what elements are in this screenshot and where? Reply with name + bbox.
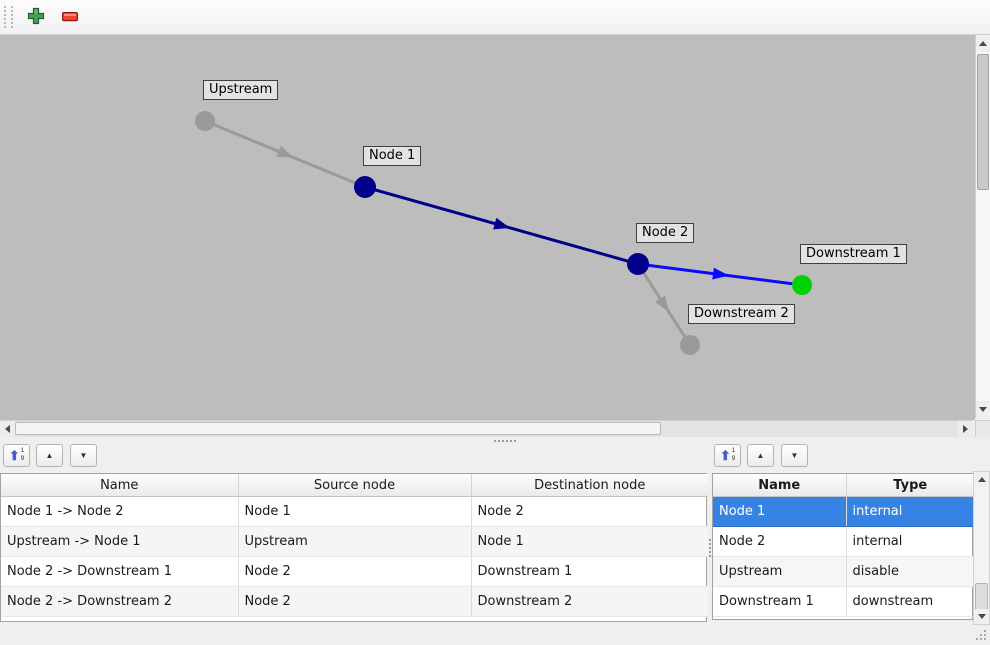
table-cell[interactable]: Node 1 -> Node 2 xyxy=(1,496,239,527)
table-cell[interactable]: Node 1 xyxy=(471,526,708,557)
horizontal-pane-splitter[interactable] xyxy=(0,437,990,444)
column-header-name[interactable]: Name xyxy=(1,474,239,497)
resize-grip-dots-icon xyxy=(984,630,986,632)
graph-svg[interactable] xyxy=(0,35,975,420)
up-arrow-icon: ▲ xyxy=(756,450,765,460)
node-label[interactable]: Upstream xyxy=(203,80,279,100)
nodes-move-down-button[interactable]: ▼ xyxy=(781,444,808,467)
scroll-up-button[interactable] xyxy=(976,35,990,52)
table-cell[interactable]: Node 2 xyxy=(471,496,708,527)
scrollbar-corner xyxy=(975,420,990,437)
column-header-type[interactable]: Type xyxy=(846,474,974,497)
edge-arrowhead-icon xyxy=(712,267,729,280)
table-cell[interactable]: Node 1 xyxy=(713,496,847,527)
triangle-right-icon xyxy=(963,425,968,433)
triangle-down-icon xyxy=(977,614,986,619)
node-label[interactable]: Node 2 xyxy=(636,223,695,243)
links-move-down-button[interactable]: ▼ xyxy=(70,444,97,467)
graph-node[interactable] xyxy=(680,335,700,355)
table-cell[interactable]: Node 2 -> Downstream 1 xyxy=(1,556,239,587)
scroll-up-button[interactable] xyxy=(974,472,989,487)
triangle-left-icon xyxy=(5,425,10,433)
down-arrow-icon: ▼ xyxy=(790,450,799,460)
node-label[interactable]: Node 1 xyxy=(363,146,422,166)
table-cell[interactable]: Node 2 xyxy=(238,556,472,587)
table-cell[interactable]: Upstream xyxy=(238,526,472,557)
vertical-pane-splitter[interactable] xyxy=(707,473,712,622)
column-header-name[interactable]: Name xyxy=(713,474,847,497)
minus-icon xyxy=(62,10,79,25)
table-cell[interactable]: Node 1 xyxy=(238,496,472,527)
triangle-up-icon xyxy=(977,477,986,482)
edge-arrowhead-icon xyxy=(276,145,294,158)
splitter-dots-icon xyxy=(494,439,496,442)
scroll-left-button[interactable] xyxy=(0,421,15,437)
down-arrow-icon: ▼ xyxy=(79,450,88,460)
scroll-right-button[interactable] xyxy=(958,421,973,437)
vertical-scroll-thumb[interactable] xyxy=(977,54,989,190)
canvas-horizontal-scrollbar[interactable] xyxy=(0,420,973,437)
table-cell[interactable]: Upstream -> Node 1 xyxy=(1,526,239,557)
nodes-move-up-button[interactable]: ▲ xyxy=(747,444,774,467)
table-cell[interactable]: Downstream 1 xyxy=(713,586,847,617)
table-cell[interactable]: disable xyxy=(846,556,974,587)
table-cell[interactable]: Downstream 1 xyxy=(471,556,708,587)
table-cell[interactable]: internal xyxy=(846,526,974,557)
horizontal-scroll-thumb[interactable] xyxy=(15,422,661,435)
remove-button[interactable] xyxy=(57,4,83,30)
links-table-panel: Name Source node Destination node Node 1… xyxy=(0,473,708,622)
table-cell[interactable]: Node 2 -> Downstream 2 xyxy=(1,586,239,617)
vertical-scroll-thumb[interactable] xyxy=(975,583,988,610)
edge-arrowhead-icon xyxy=(493,217,511,230)
column-header-destination-node[interactable]: Destination node xyxy=(471,474,708,497)
graph-node[interactable] xyxy=(195,111,215,131)
graph-node[interactable] xyxy=(627,253,649,275)
links-move-up-button[interactable]: ▲ xyxy=(36,444,63,467)
node-label[interactable]: Downstream 1 xyxy=(800,244,907,264)
column-header-source-node[interactable]: Source node xyxy=(238,474,472,497)
table-cell[interactable]: Upstream xyxy=(713,556,847,587)
table-cell[interactable]: Node 2 xyxy=(238,586,472,617)
graph-node[interactable] xyxy=(354,176,376,198)
table-cell[interactable]: downstream xyxy=(846,586,974,617)
splitter-dots-icon xyxy=(708,546,711,549)
add-button[interactable] xyxy=(23,4,49,30)
toolbar-drag-handle[interactable] xyxy=(4,6,13,28)
triangle-down-icon xyxy=(979,407,987,412)
node-label[interactable]: Downstream 2 xyxy=(688,304,795,324)
scroll-down-button[interactable] xyxy=(974,609,989,624)
table-cell[interactable]: internal xyxy=(846,496,974,527)
main-toolbar xyxy=(0,0,990,35)
table-cell[interactable]: Node 2 xyxy=(713,526,847,557)
window-resize-grip[interactable] xyxy=(976,630,988,642)
graph-node[interactable] xyxy=(792,275,812,295)
up-arrow-icon: ▲ xyxy=(45,450,54,460)
edge-arrowhead-icon xyxy=(655,295,669,313)
table-cell[interactable]: Downstream 2 xyxy=(471,586,708,617)
canvas-vertical-scrollbar[interactable] xyxy=(975,35,990,418)
scroll-down-button[interactable] xyxy=(976,401,990,418)
nodes-table-scrollbar[interactable] xyxy=(973,471,990,625)
plus-icon xyxy=(27,7,45,28)
triangle-up-icon xyxy=(979,41,987,46)
